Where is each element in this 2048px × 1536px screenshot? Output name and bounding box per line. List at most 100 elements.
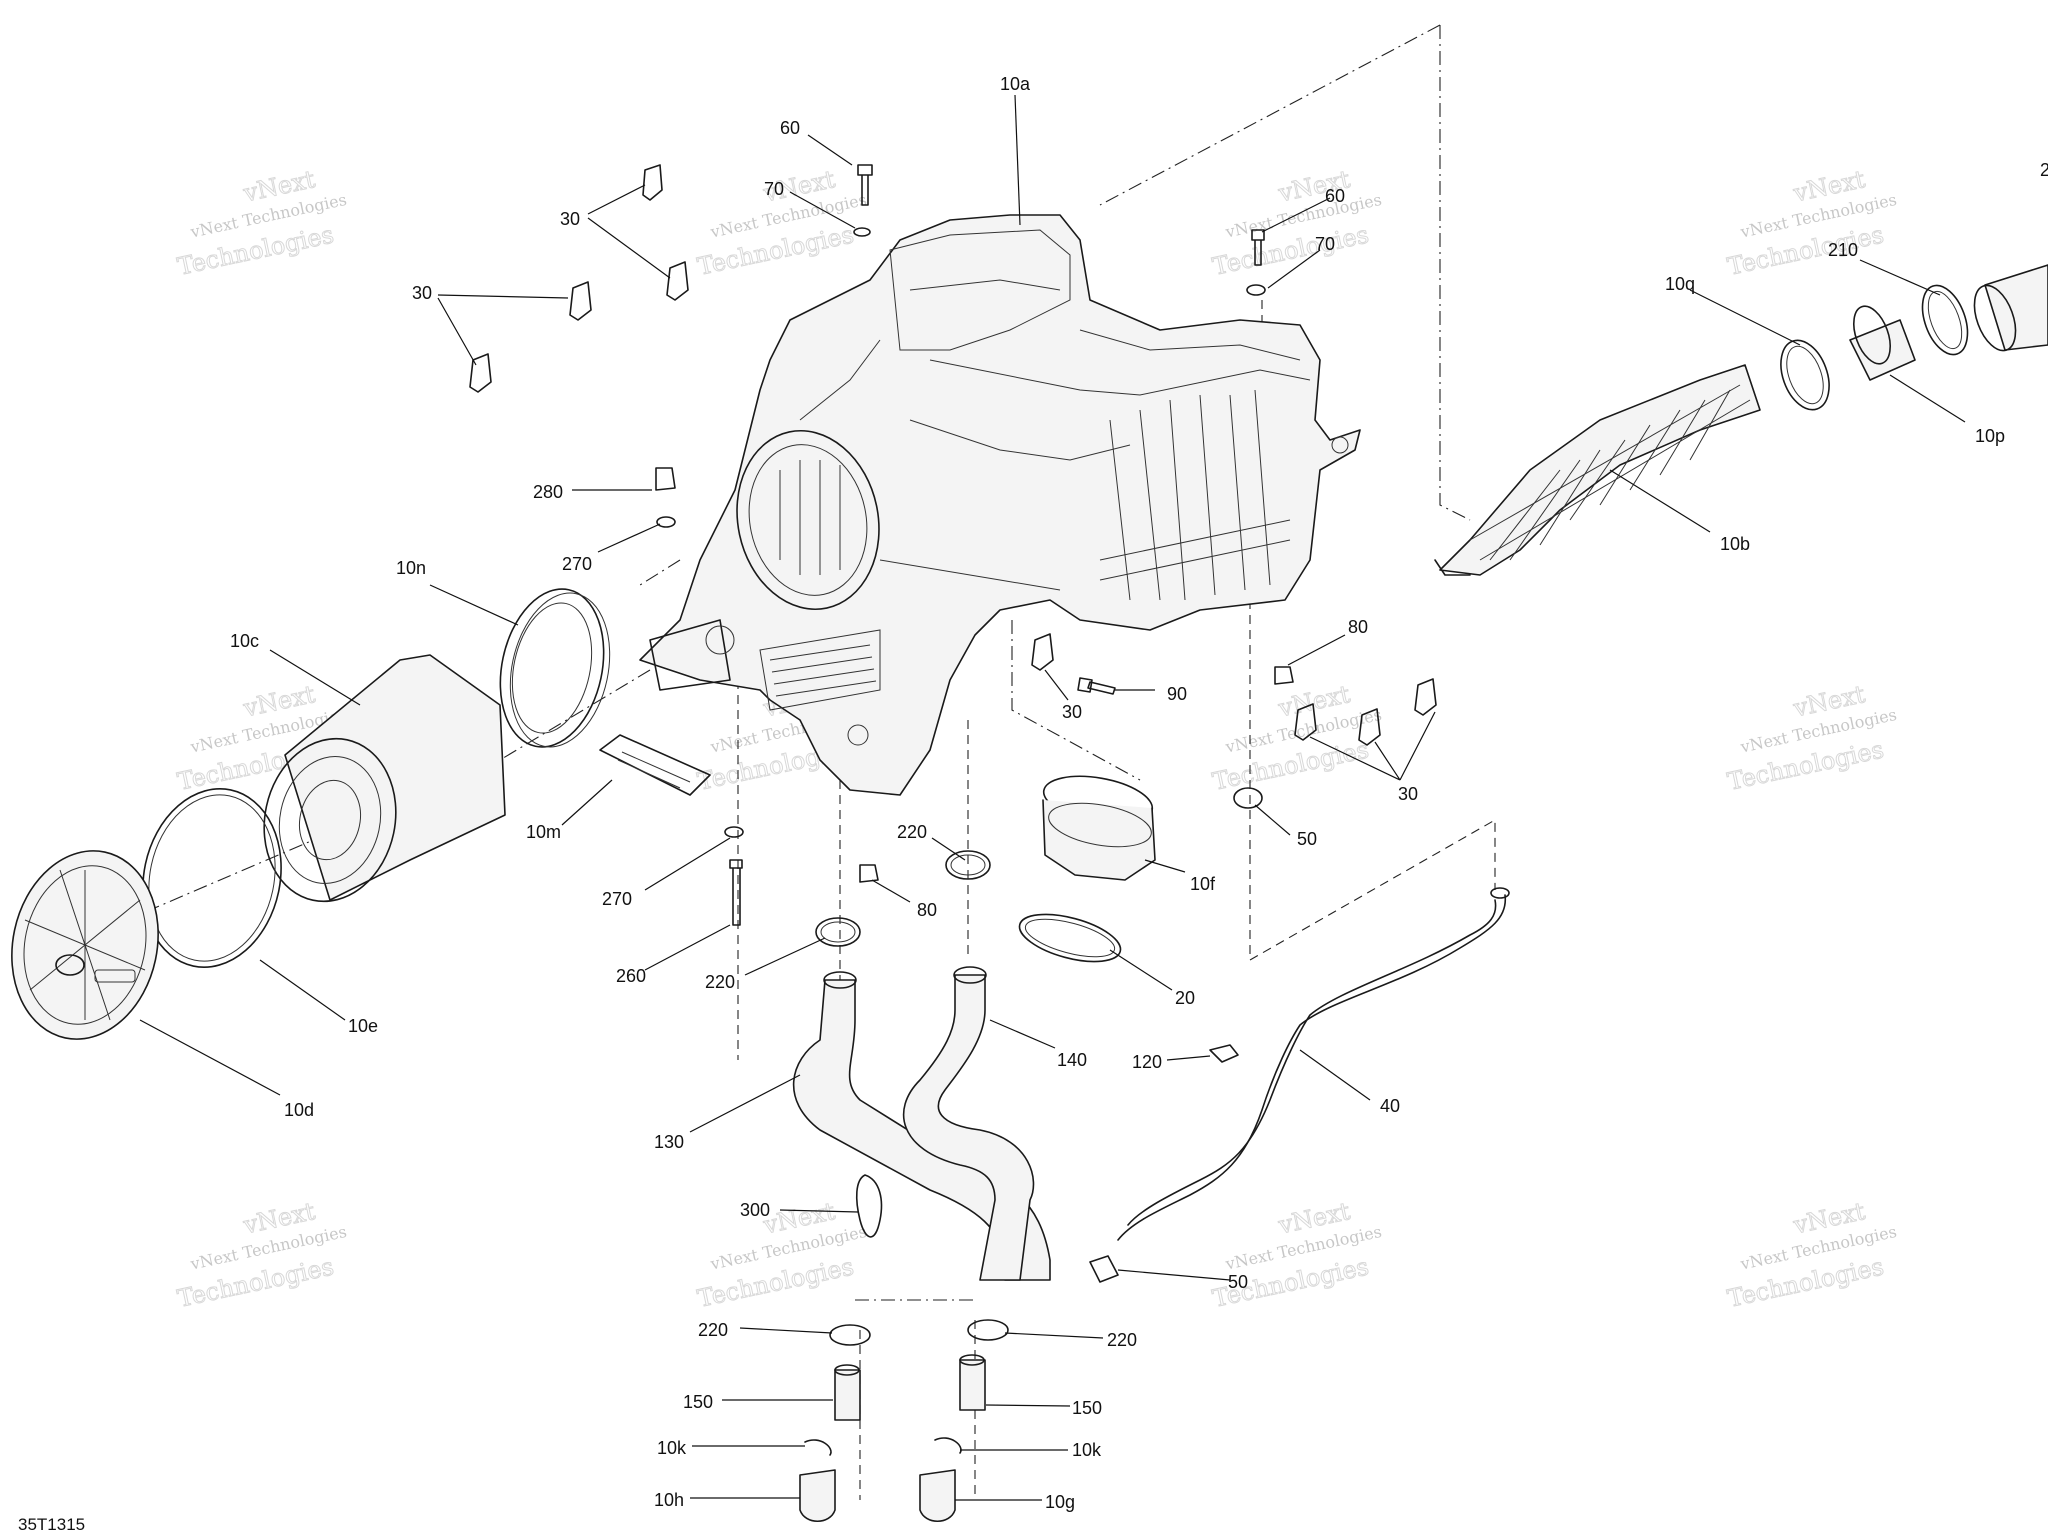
leader-line [1267, 249, 1321, 289]
callout-label: 10a [1000, 74, 1031, 94]
filter-assembly [11, 588, 711, 1040]
airbox-grate-slats [769, 644, 877, 697]
callout-label: 300 [740, 1200, 770, 1220]
watermark: vNext vNext Technologies Technologies [694, 1197, 868, 1314]
filter-cover-hub [55, 954, 85, 976]
intake-tube-ribs [1489, 389, 1731, 561]
coupling-sleeve [1849, 319, 1916, 381]
callout-label: 120 [1132, 1052, 1162, 1072]
callout-label: 150 [1072, 1398, 1102, 1418]
hose-clamp-inner [1786, 345, 1824, 405]
leader-line [139, 1019, 281, 1096]
clip-nut [666, 261, 689, 301]
callout-label: 10e [348, 1016, 378, 1036]
callout-label: 10d [284, 1100, 314, 1120]
intake-tube-lip [1434, 559, 1471, 576]
hose-clamp-inner [1927, 290, 1963, 350]
leader-line [1287, 634, 1346, 666]
leader-line [1166, 1055, 1211, 1061]
callout-label: 30 [1062, 702, 1082, 722]
callout-label: 50 [1228, 1272, 1248, 1292]
screw [729, 859, 743, 926]
filter-cover-ribs [24, 869, 146, 1021]
leader-line [1261, 197, 1331, 233]
small-clamp [1089, 1255, 1119, 1283]
airbox-intake-opening [736, 429, 880, 611]
leader-line [1144, 859, 1186, 873]
air-filter-ring [278, 756, 382, 884]
callout-label: 10g [1045, 1492, 1075, 1512]
hose-clamp-inner [950, 854, 986, 876]
leader-line [597, 523, 661, 553]
drain-cap-10g [919, 1469, 956, 1523]
airbox-contour [909, 419, 1131, 461]
fasteners [469, 164, 1437, 1283]
watermark: vNext vNext Technologies Technologies [1209, 165, 1383, 282]
leader-line [644, 924, 731, 971]
watermark: vNext vNext Technologies Technologies [1209, 1197, 1383, 1314]
callout-label: 220 [705, 972, 735, 992]
leader-line [1109, 949, 1173, 991]
callout-label: 270 [562, 554, 592, 574]
watermark: vNext vNext Technologies Technologies [694, 165, 868, 282]
leader-line [561, 779, 613, 826]
callout-label: 30 [560, 209, 580, 229]
connector-end [959, 1354, 985, 1366]
hose-140 [902, 974, 1035, 1281]
filter-cover-rim [23, 865, 147, 1025]
callout-label: 220 [1107, 1330, 1137, 1350]
airbox-side-bands [1099, 519, 1291, 581]
leader-line [689, 1074, 801, 1133]
callout-label: 210 [1828, 240, 1858, 260]
bolt [1077, 677, 1116, 695]
hose-40 [1127, 899, 1497, 1226]
clip-nut [1031, 633, 1054, 671]
clip-nut [1294, 703, 1317, 741]
adapter-ridge [1048, 802, 1152, 848]
coupling-sleeve-end [1852, 305, 1892, 365]
filter-cover [11, 850, 159, 1040]
figure-reference: 35T1315 [18, 1515, 85, 1534]
callout-label: 260 [616, 966, 646, 986]
assembly-line [1099, 24, 1441, 206]
hose-140-end [953, 966, 987, 984]
filter-seal [499, 588, 605, 748]
callout-label: 10p [1975, 426, 2005, 446]
leader-line [985, 1404, 1071, 1407]
leader-line [789, 191, 856, 229]
leader-line [989, 1019, 1056, 1049]
filter-cover-logo [94, 969, 136, 983]
watermark: vNext vNext Technologies Technologies [1724, 680, 1898, 797]
callout-label: 10q [1665, 274, 1695, 294]
hose-set [792, 887, 1510, 1281]
callout-label: 10b [1720, 534, 1750, 554]
callout-label: 30 [1398, 784, 1418, 804]
filter-gasket [142, 788, 282, 968]
airbox-boss [847, 724, 869, 746]
callout-label: 80 [917, 900, 937, 920]
connector-150 [959, 1359, 986, 1411]
grommet [859, 864, 879, 883]
air-filter-core [298, 779, 362, 861]
connector-150 [834, 1369, 861, 1421]
watermark: vNext vNext Technologies Technologies [1724, 1197, 1898, 1314]
filter-seal-ridge [509, 592, 611, 748]
airbox-intake-ribs [779, 460, 841, 575]
callout-label: 220 [897, 822, 927, 842]
leader-line [644, 837, 731, 891]
airbox-side-ribs [1109, 389, 1271, 601]
filter-gasket-inner [148, 794, 276, 962]
assembly-line [1439, 25, 1471, 521]
leader-line [1254, 804, 1291, 836]
callout-label: 70 [1315, 234, 1335, 254]
leader-line [1004, 1332, 1104, 1339]
airbox-contour [799, 339, 881, 421]
callout-label: 220 [698, 1320, 728, 1340]
adapter-assembly [815, 775, 1156, 963]
air-filter-element [284, 654, 506, 901]
airbox-contour [1079, 329, 1301, 361]
callout-labels: 10a 60 70 30 30 60 70 10q 210 10p 10b 28… [230, 74, 2048, 1512]
callout-label: 10k [657, 1438, 687, 1458]
